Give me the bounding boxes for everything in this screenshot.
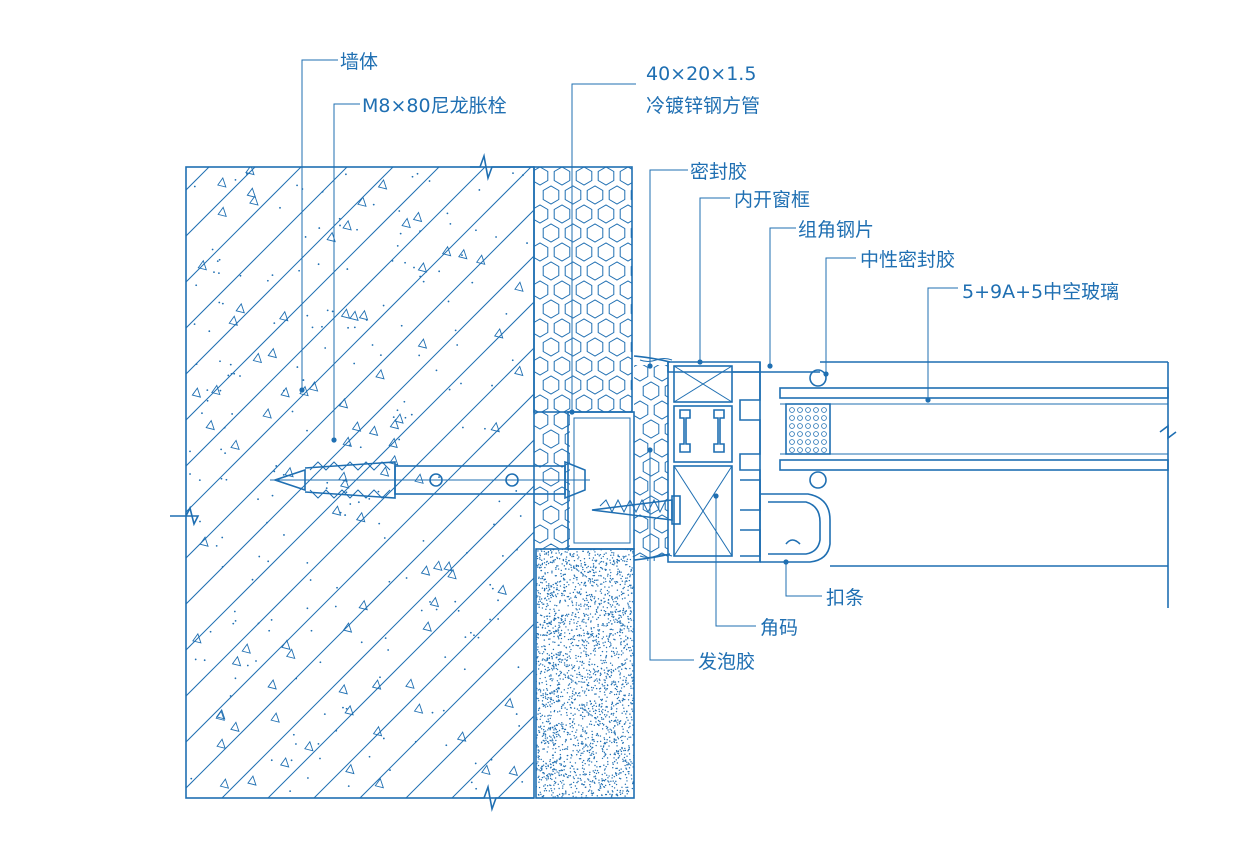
label-tube-size: 40×20×1.5 [646, 63, 756, 85]
label-foam: 发泡胶 [698, 651, 755, 673]
label-glass: 5+9A+5中空玻璃 [962, 281, 1119, 303]
label-corner-plate: 组角钢片 [798, 219, 874, 241]
label-bead: 扣条 [826, 587, 864, 609]
leader-lines [301, 59, 958, 661]
label-corner-key: 角码 [760, 617, 798, 639]
leader-dots [299, 359, 931, 565]
label-sealant: 密封胶 [690, 161, 747, 183]
label-frame: 内开窗框 [734, 189, 810, 211]
insulated-glass-unit [760, 361, 1177, 608]
label-anchor: M8×80尼龙胀栓 [362, 95, 507, 117]
wall-section [170, 152, 535, 813]
nylon-anchor-bolt [270, 460, 590, 500]
window-frame-profile [633, 355, 761, 563]
plaster-block [535, 548, 635, 799]
glazing-bead [760, 493, 831, 563]
label-tube-name: 冷镀锌钢方管 [646, 95, 760, 117]
label-wall: 墙体 [340, 51, 378, 73]
label-neutral-sealant: 中性密封胶 [860, 249, 955, 271]
honeycomb-insulation [533, 166, 668, 561]
self-tapping-screw [591, 495, 681, 525]
